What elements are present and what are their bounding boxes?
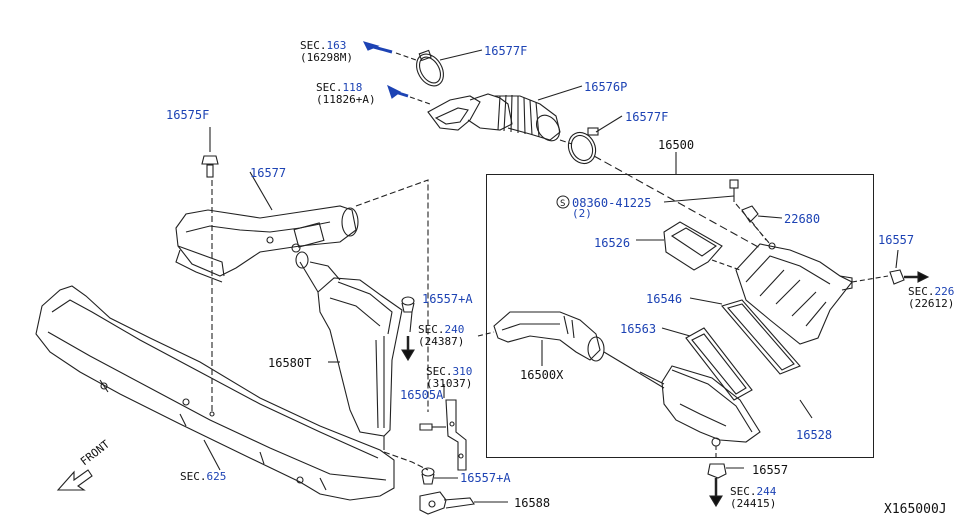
- sec-244-num: 244: [756, 485, 777, 498]
- diagram-id: X165000J: [884, 502, 947, 517]
- clamp-16577F-middle-icon: [567, 115, 623, 165]
- part-16563[interactable]: 16563: [620, 322, 657, 336]
- part-22680[interactable]: 22680: [784, 212, 821, 226]
- part-16505A[interactable]: 16505A: [400, 388, 444, 402]
- filter-16526-icon: [636, 221, 741, 271]
- sec118-arrow-icon: [387, 84, 431, 105]
- part-16577F-upper[interactable]: 16577F: [484, 44, 528, 58]
- sec-118-label[interactable]: SEC.118 (11826+A): [316, 81, 376, 106]
- part-16577[interactable]: 16577: [250, 166, 287, 180]
- sec-310-num: 310: [452, 365, 473, 378]
- upper-housing-icon: [735, 242, 889, 345]
- bracket-16588-icon: [419, 491, 508, 515]
- sec-226-sub: (22612): [908, 297, 955, 310]
- sensor-22680-icon: [741, 205, 783, 241]
- sec-240-num: 240: [444, 323, 465, 336]
- inlet-duct-16577-icon: [175, 171, 359, 283]
- sec-310-sub: (31037): [426, 377, 473, 390]
- sec-163-sub: (16298M): [300, 51, 353, 64]
- arrow-sec240-icon: [401, 336, 415, 362]
- part-16557-bottom[interactable]: 16557: [752, 463, 789, 477]
- grommet-16557-right-icon: [889, 249, 930, 285]
- lower-housing-16528-icon: [639, 365, 813, 447]
- sec-226-num: 226: [934, 285, 955, 298]
- resonator-16580T-icon: [295, 251, 429, 471]
- assembly-16500-frame: [486, 174, 874, 458]
- duct-16500X-icon: [477, 311, 665, 389]
- part-16500[interactable]: 16500: [658, 138, 695, 152]
- front-arrow-icon: [56, 469, 93, 491]
- part-16575F[interactable]: 16575F: [166, 108, 210, 122]
- sec-625-label[interactable]: SEC.625: [180, 470, 227, 483]
- part-08360-qty: (2): [572, 207, 592, 220]
- sec-118-num: 118: [342, 81, 363, 94]
- part-16557A-lower[interactable]: 16557+A: [460, 471, 511, 485]
- part-16557-right[interactable]: 16557: [878, 233, 915, 247]
- sec-163-num: 163: [326, 39, 347, 52]
- sec-240-label[interactable]: SEC.240 (24387): [418, 323, 465, 348]
- part-16546[interactable]: 16546: [646, 292, 683, 306]
- sec-244-sub: (24415): [730, 497, 777, 510]
- sec-625-num: 625: [206, 470, 227, 483]
- part-16500X[interactable]: 16500X: [520, 368, 564, 382]
- part-16526[interactable]: 16526: [594, 236, 631, 250]
- sec163-arrow-icon: [362, 41, 417, 61]
- bracket-16505A-icon: [419, 384, 467, 471]
- sec-226-label[interactable]: SEC.226 (22612): [908, 285, 955, 310]
- part-16576P[interactable]: 16576P: [584, 80, 628, 94]
- part-16588[interactable]: 16588: [514, 496, 551, 510]
- sec-118-sub: (11826+A): [316, 93, 376, 106]
- part-16580T[interactable]: 16580T: [268, 356, 312, 370]
- air-duct-16576P-icon: [427, 85, 583, 142]
- grommet-16557A-upper-icon: [401, 296, 415, 333]
- element-16563-icon: [661, 327, 753, 401]
- core-support-icon: [35, 285, 395, 501]
- bolt-08360-icon: [663, 179, 771, 245]
- element-16546-icon: [689, 297, 801, 375]
- bolt-16575F-icon: [201, 127, 219, 417]
- clamp-16577F-upper-icon: [416, 49, 483, 87]
- sec-310-label[interactable]: SEC.310 (31037): [426, 365, 473, 390]
- sec-244-label[interactable]: SEC.244 (24415): [730, 485, 777, 510]
- grommet-16557A-lower-icon: [421, 467, 458, 485]
- part-16557A-upper[interactable]: 16557+A: [422, 292, 473, 306]
- grommet-16557-bottom-icon: [707, 463, 744, 508]
- sec-240-sub: (24387): [418, 335, 465, 348]
- sec-163-label[interactable]: SEC.163 (16298M): [300, 39, 353, 64]
- part-16528[interactable]: 16528: [796, 428, 833, 442]
- part-08360-41225[interactable]: 08360-41225: [572, 196, 652, 210]
- part-16577F-middle[interactable]: 16577F: [625, 110, 669, 124]
